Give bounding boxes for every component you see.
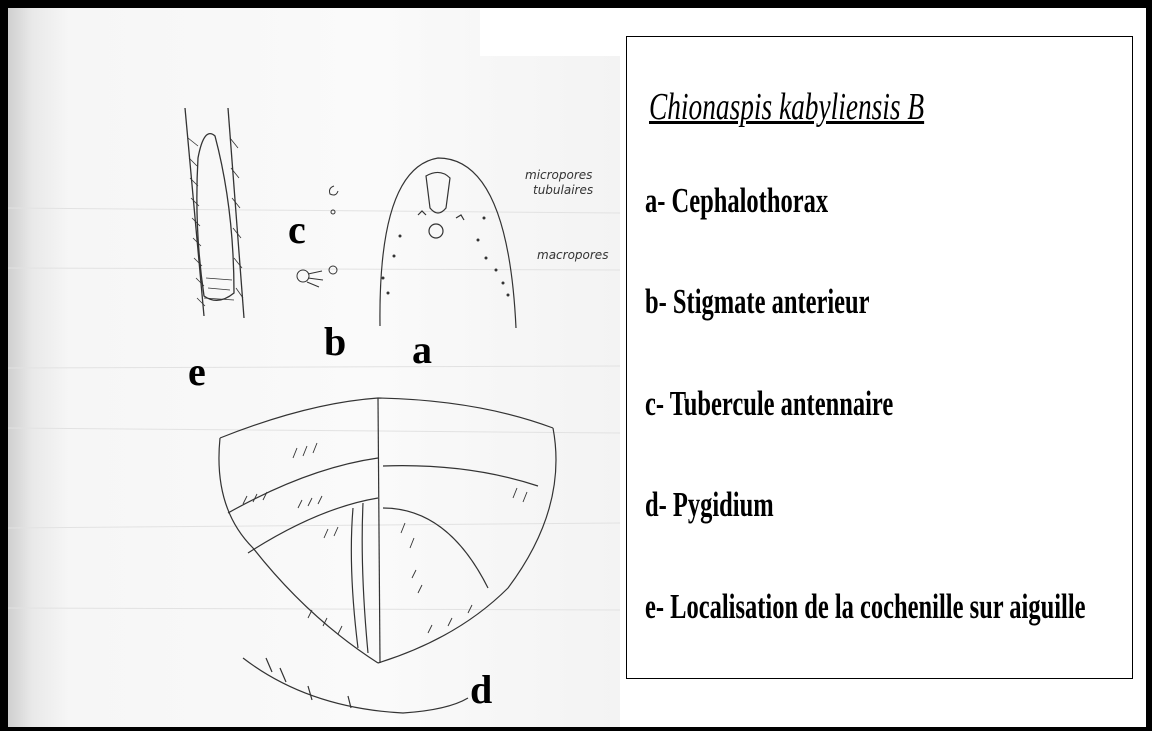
- legend-item-c: c- Tubercule antennaire: [645, 384, 893, 424]
- drawing-strokes: [8, 8, 620, 727]
- legend-item-d: d- Pygidium: [645, 485, 774, 525]
- needle-drawing: [185, 108, 244, 318]
- figure-label-d: d: [470, 666, 492, 713]
- legend-item-b: b- Stigmate anterieur: [645, 282, 870, 322]
- cephalothorax-drawing: [380, 158, 516, 328]
- legend-item-e: e- Localisation de la cochenille sur aig…: [645, 587, 1086, 627]
- figure-label-b: b: [324, 318, 346, 365]
- scanned-drawing: c b a e d micropores tubulaires macropor…: [8, 8, 620, 727]
- figure-label-e: e: [188, 348, 206, 395]
- figure-label-c: c: [288, 206, 306, 253]
- annotation-tubulaires: tubulaires: [533, 183, 593, 197]
- pygidium-drawing: [219, 398, 556, 713]
- annotation-macropores: macropores: [537, 248, 608, 262]
- figure-label-a: a: [412, 326, 432, 373]
- legend-box: Chionaspis kabyliensis B a- Cephalothora…: [626, 36, 1133, 679]
- annotation-micropores: micropores: [525, 168, 592, 182]
- blank-patch: [480, 8, 625, 56]
- legend-title: Chionaspis kabyliensis B: [649, 85, 924, 129]
- legend-item-a: a- Cephalothorax: [645, 181, 828, 221]
